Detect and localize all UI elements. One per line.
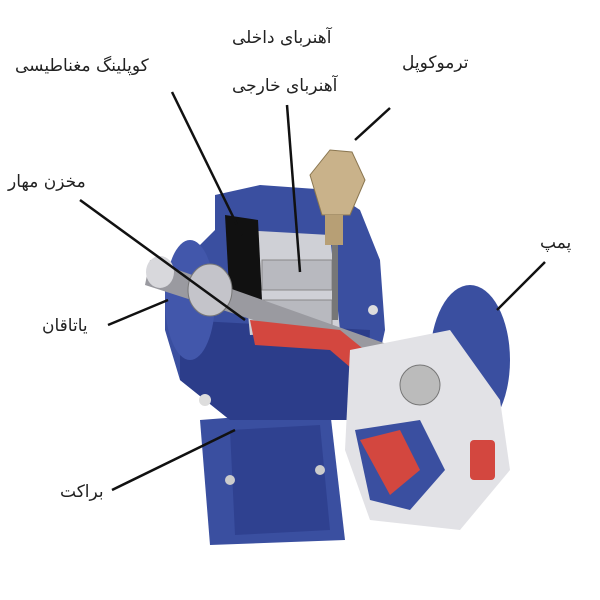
outer-magnet	[261, 259, 333, 291]
label-inner-magnet: آهنربای داخلی	[232, 28, 332, 48]
label-bearing: یاتاقان	[42, 316, 88, 336]
leader-thermocouple	[354, 107, 391, 141]
leader-pump	[496, 261, 546, 311]
label-pump: پمپ	[540, 233, 572, 253]
leader-containment-shell	[79, 198, 246, 322]
pump-casing	[345, 285, 510, 530]
leader-magnets	[285, 104, 302, 273]
thermocouple	[309, 149, 366, 320]
label-outer-magnet: آهنربای خارجی	[232, 76, 338, 96]
label-thermocouple: ترموکوپل	[402, 53, 469, 73]
label-containment-shell: مخزن مهار	[8, 172, 86, 192]
leader-bearing	[107, 298, 169, 327]
label-bracket: براکت	[60, 482, 104, 502]
leader-magnetic-coupling	[170, 91, 244, 236]
leader-bracket	[111, 428, 236, 492]
label-magnetic-coupling: کوپلینگ مغناطیسی	[15, 56, 149, 76]
